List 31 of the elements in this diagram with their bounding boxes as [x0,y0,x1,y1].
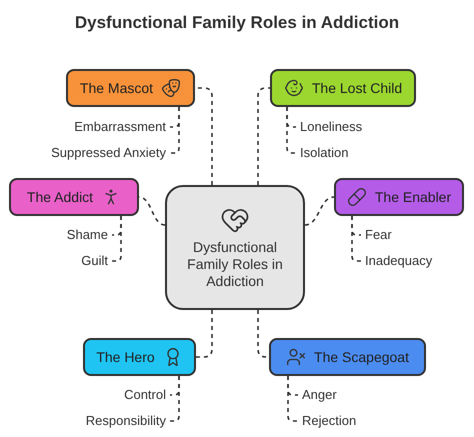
role-title: The Mascot [80,78,154,98]
role-title: The Addict [26,188,94,206]
trait-label: Responsibility [86,413,166,428]
topic-title: Dysfunctional Family Roles in Addiction [186,239,284,290]
dashed-connector [257,310,269,358]
trait-label: Fear [365,227,392,242]
dashed-connector [304,196,334,226]
role-title: The Hero [96,348,155,366]
trait-label: Embarrassment [74,119,166,134]
role-box [66,69,195,107]
trait-label: Anger [302,387,337,402]
central-topic-box [165,185,305,310]
trait-label: Isolation [300,145,348,160]
trait-label: Guilt [81,253,108,268]
trait-label: Loneliness [300,119,362,134]
role-box [270,69,416,107]
dashed-connector [195,87,213,185]
role-box [9,178,139,216]
trait-label: Suppressed Anxiety [51,145,166,160]
diagram-title: Dysfunctional Family Roles in Addiction [74,12,400,34]
dashed-connector [196,310,213,358]
role-title: The Scapegoat [314,348,409,367]
trait-label: Shame [66,227,108,242]
trait-label: Control [124,387,166,402]
role-box [334,178,464,216]
trait-label: Rejection [302,413,356,428]
trait-label: Inadequacy [365,253,432,268]
role-title: The Lost Child [312,78,402,98]
role-title: The Enabler [374,188,452,206]
role-box [269,338,426,376]
role-box [83,338,196,376]
